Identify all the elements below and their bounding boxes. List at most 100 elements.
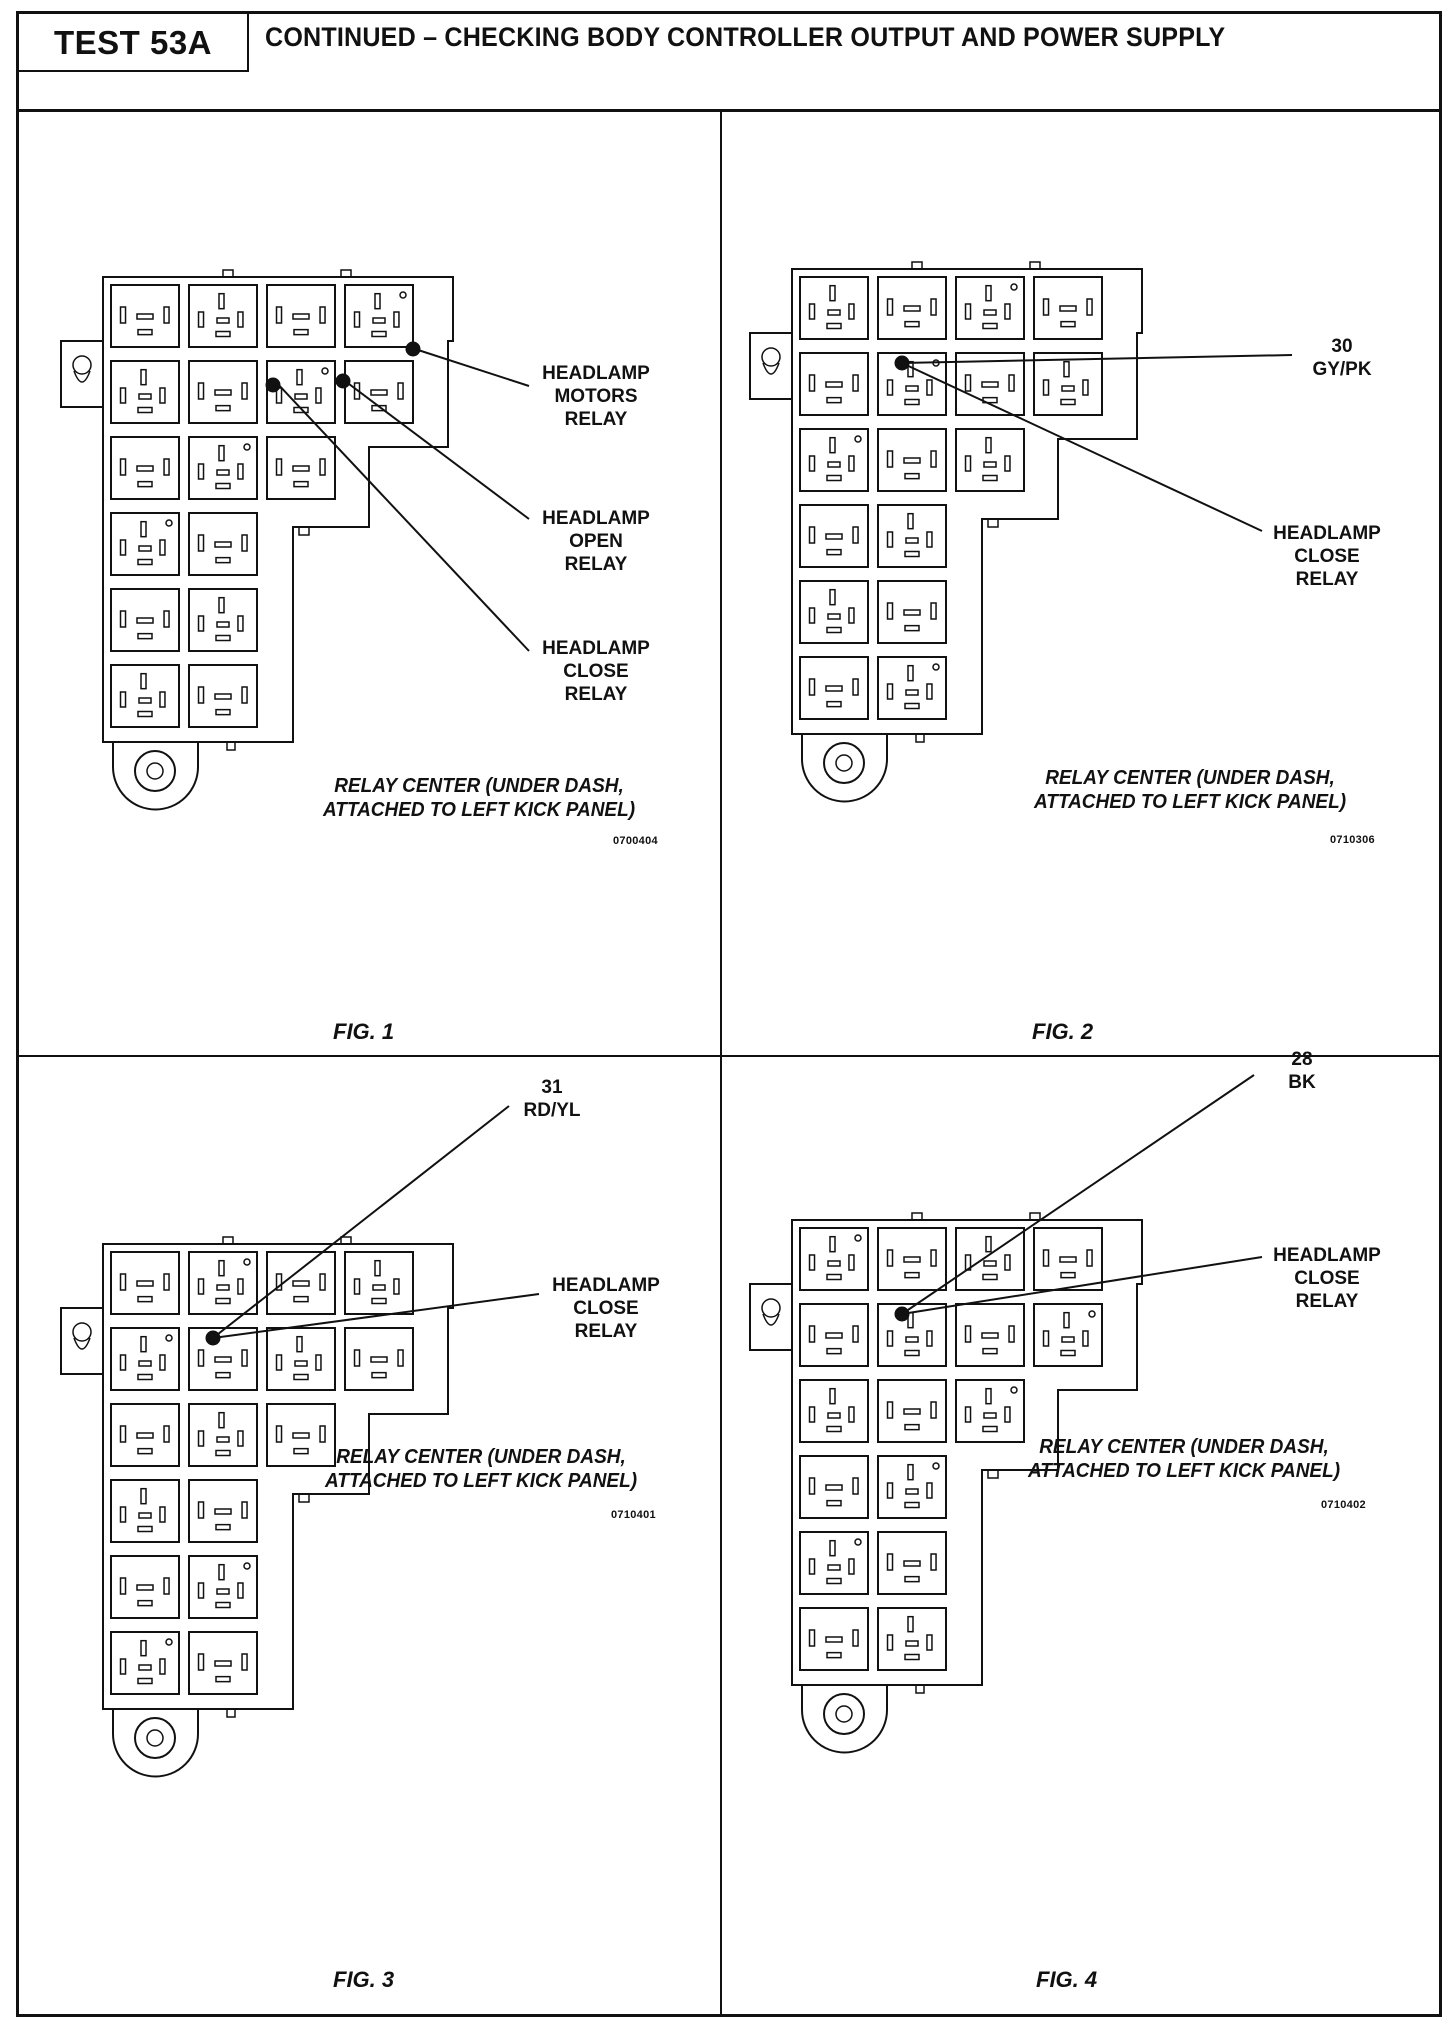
relay-pin (982, 1347, 998, 1355)
relay-pin (827, 1564, 841, 1571)
relay-pin (926, 1634, 933, 1651)
relay-pin (218, 1563, 225, 1581)
relay-pin (926, 1330, 933, 1347)
relay-pin (315, 1354, 322, 1371)
callout-headlamp-close-relay: HEADLAMP CLOSE RELAY (1273, 523, 1381, 590)
relay-socket (188, 1631, 258, 1695)
relay-pin (137, 710, 153, 718)
relay-center-caption: RELAY CENTER (UNDER DASH, ATTACHED TO LE… (324, 1446, 638, 1492)
relay-socket (955, 352, 1025, 416)
relay-socket (266, 1403, 336, 1467)
relay-pin (982, 474, 998, 482)
relay-pin (905, 537, 919, 544)
relay-pin (374, 1259, 381, 1277)
relay-pin (826, 474, 842, 482)
relay-pin (353, 311, 361, 328)
relay-pin (216, 317, 230, 324)
relay-pin (119, 1577, 127, 1595)
relay-pin (119, 1658, 127, 1675)
relay-pin (848, 1558, 855, 1575)
relay-pin (136, 313, 154, 320)
relay-pin (1004, 455, 1011, 472)
relay-pin (215, 708, 231, 716)
relay-pin (848, 1254, 855, 1271)
relay-pin (1004, 303, 1011, 320)
relay-pin (983, 309, 997, 316)
relay-socket (110, 1251, 180, 1315)
relay-pin (848, 455, 855, 472)
relay-pin (218, 596, 225, 614)
relay-pin (136, 465, 154, 472)
relay-pin (808, 374, 816, 392)
mounting-hole (823, 742, 865, 784)
relay-pin (886, 1482, 894, 1499)
relay-pin (119, 1425, 127, 1443)
relay-key (243, 1562, 251, 1570)
callout-wire-31-rd-yl: 31 RD/YL (523, 1077, 581, 1121)
mounting-boss (801, 734, 888, 803)
relay-pin (829, 1235, 836, 1253)
relay-center (60, 269, 454, 811)
mounting-hole (146, 1729, 164, 1747)
relay-center (749, 261, 1143, 803)
relay-key (1010, 283, 1018, 291)
relay-pin (275, 1354, 283, 1371)
relay-socket (344, 1251, 414, 1315)
relay-pin (293, 1447, 309, 1455)
mounting-hole (835, 754, 853, 772)
leader-line (901, 1256, 1263, 1315)
relay-key (932, 663, 940, 671)
relay-key (854, 1234, 862, 1242)
relay-pin (1060, 1271, 1076, 1279)
relay-pin (808, 526, 816, 544)
relay-pin (241, 1349, 248, 1367)
relay-socket (877, 428, 947, 492)
relay-pin (983, 1412, 997, 1419)
relay-pin (218, 292, 225, 310)
relay-pin (827, 461, 841, 468)
relay-socket (110, 664, 180, 728)
relay-center-diagram (749, 261, 1293, 803)
terminal-marker (405, 341, 421, 357)
relay-pin (296, 368, 303, 386)
relay-pin (137, 1677, 153, 1685)
relay-pin (237, 1430, 244, 1447)
relay-pin (371, 330, 387, 338)
relay-pin (1063, 1311, 1070, 1329)
relay-pin (218, 444, 225, 462)
relay-pin (214, 1508, 232, 1515)
relay-socket (955, 1303, 1025, 1367)
relay-socket (188, 588, 258, 652)
relay-pin (825, 1332, 843, 1339)
latch (298, 526, 310, 536)
relay-socket (799, 1379, 869, 1443)
relay-socket (799, 656, 869, 720)
relay-pin (848, 303, 855, 320)
relay-pin (886, 1249, 894, 1267)
relay-pin (829, 436, 836, 454)
relay-pin (137, 1373, 153, 1381)
relay-pin (140, 1487, 147, 1505)
relay-pin (119, 387, 127, 404)
relay-pin (140, 672, 147, 690)
relay-socket (877, 1303, 947, 1367)
relay-pin (904, 320, 920, 328)
relay-pin (907, 512, 914, 530)
relay-pin (119, 1506, 127, 1523)
header: TEST 53A CONTINUED – CHECKING BODY CONTR… (19, 14, 1439, 72)
relay-socket (877, 504, 947, 568)
relay-pin (930, 298, 937, 316)
relay-pin (985, 436, 992, 454)
relay-pin (137, 328, 153, 336)
relay-pin (826, 626, 842, 634)
relay-pin (808, 303, 816, 320)
relay-pin (215, 1601, 231, 1609)
relay-pin (982, 1273, 998, 1281)
relay-center (749, 1212, 1143, 1754)
mounting-boss (801, 1685, 888, 1754)
relay-pin (197, 615, 205, 632)
relay-pin (826, 1425, 842, 1433)
relay-pin (904, 624, 920, 632)
relay-pin (197, 1349, 205, 1367)
relay-pin (848, 1406, 855, 1423)
